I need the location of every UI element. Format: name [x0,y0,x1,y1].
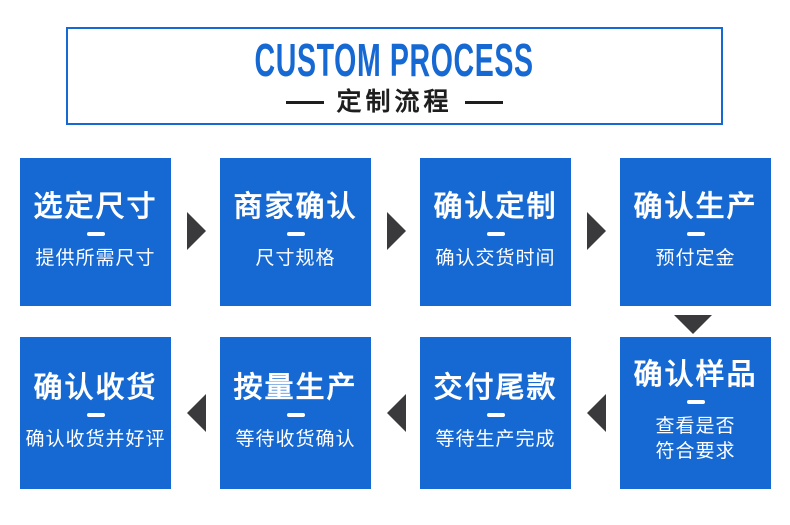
arrow-left-icon [187,394,206,432]
arrow-down-icon [674,315,712,334]
dash-divider [286,231,305,236]
step-title: 确认样品 [633,359,758,392]
arrow-right-icon [587,212,606,250]
title-zh-row: 定制流程 [286,88,503,116]
step-box-6: 交付尾款 等待生产完成 [420,337,571,489]
arrow-left-icon [587,394,606,432]
step-subtitle: 查看是否 符合要求 [655,416,736,462]
dash-divider [486,412,505,417]
step-title: 按量生产 [233,371,358,404]
title-en: CUSTOM PROCESS [254,34,535,86]
step-box-2: 商家确认 尺寸规格 [220,158,371,306]
dash-divider [486,231,505,236]
step-box-3: 确认定制 确认交货时间 [420,158,571,306]
step-box-4: 确认生产 预付定金 [620,158,771,306]
step-title: 确认生产 [633,190,758,223]
step-subtitle: 提供所需尺寸 [35,247,156,269]
header-box: CUSTOM PROCESS 定制流程 [66,27,723,125]
right-dash-line [464,101,503,104]
dash-divider [86,412,105,417]
step-subtitle: 等待生产完成 [435,428,556,450]
step-title: 确认定制 [433,190,558,223]
dash-divider [686,231,705,236]
step-title: 商家确认 [233,190,358,223]
dash-divider [686,400,705,405]
step-box-1: 选定尺寸 提供所需尺寸 [20,158,171,306]
step-subtitle: 预付定金 [655,247,736,269]
step-subtitle: 尺寸规格 [255,247,336,269]
step-subtitle: 确认交货时间 [435,247,556,269]
step-title: 交付尾款 [433,371,558,404]
step-title: 确认收货 [33,371,158,404]
step-subtitle: 等待收货确认 [235,428,356,450]
arrow-right-icon [187,212,206,250]
step-box-7: 按量生产 等待收货确认 [220,337,371,489]
step-box-8: 确认收货 确认收货并好评 [20,337,171,489]
step-subtitle: 确认收货并好评 [25,428,166,450]
left-dash-line [286,101,325,104]
dash-divider [286,412,305,417]
arrow-right-icon [387,212,406,250]
dash-divider [86,231,105,236]
step-title: 选定尺寸 [33,190,158,223]
title-zh: 定制流程 [336,88,453,116]
step-box-5: 确认样品 查看是否 符合要求 [620,337,771,489]
arrow-left-icon [387,394,406,432]
